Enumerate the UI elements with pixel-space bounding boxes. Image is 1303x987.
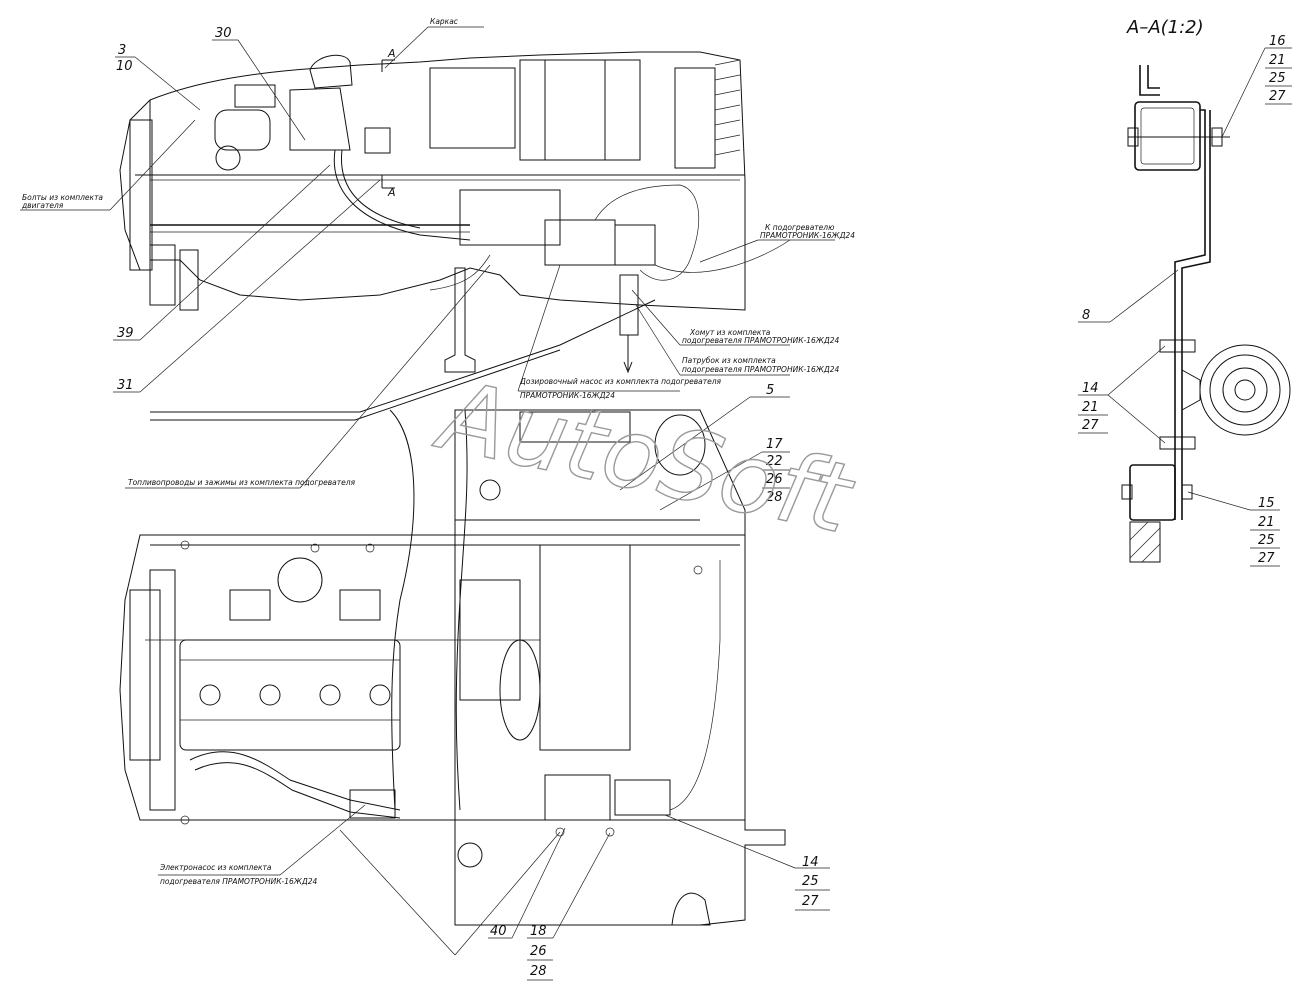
section-mark-bottom: А xyxy=(387,186,396,199)
callout-30: 30 xyxy=(215,26,232,41)
callout-15: 15 xyxy=(1258,496,1275,511)
callout-21a: 21 xyxy=(1269,53,1286,68)
callout-28a: 28 xyxy=(766,490,783,505)
top-assembly-view xyxy=(119,51,791,421)
callout-40: 40 xyxy=(490,924,507,939)
callout-16: 16 xyxy=(1269,34,1286,49)
callout-27b: 27 xyxy=(1082,418,1099,433)
section-mark-top: А xyxy=(387,47,396,60)
note-dosing-pump-1: Дозировочный насос из комплекта подогрев… xyxy=(519,377,721,386)
callout-26b: 26 xyxy=(530,944,547,959)
section-title: А–А(1:2) xyxy=(1126,17,1204,38)
callout-31: 31 xyxy=(117,378,134,393)
callout-25-bottom: 25 xyxy=(802,874,819,889)
note-fuel-lines: Топливопроводы и зажимы из комплекта под… xyxy=(128,478,356,487)
callout-3: 3 xyxy=(118,43,126,58)
callout-27a: 27 xyxy=(1269,89,1286,104)
callout-5: 5 xyxy=(766,383,774,398)
watermark: AutoSoft xyxy=(426,358,863,556)
callout-18: 18 xyxy=(530,924,547,939)
bottom-plan-view xyxy=(119,409,786,926)
note-electric-pump-2: подогревателя ПРАМОТРОНИК-16ЖД24 xyxy=(160,877,317,886)
note-clamp-2: подогревателя ПРАМОТРОНИК-16ЖД24 xyxy=(682,336,839,345)
note-clamp-1: Хомут из комплекта xyxy=(689,328,771,337)
note-karkas: Каркас xyxy=(430,17,459,26)
note-dosing-pump-2: ПРАМОТРОНИК-16ЖД24 xyxy=(520,391,615,400)
leader-lines xyxy=(20,26,1292,956)
callout-8: 8 xyxy=(1082,308,1090,323)
callout-21b: 21 xyxy=(1082,400,1099,415)
callout-14-bottom: 14 xyxy=(802,855,819,870)
callout-25a: 25 xyxy=(1269,71,1286,86)
note-bolts-2: двигателя xyxy=(21,201,64,210)
callout-22: 22 xyxy=(766,454,783,469)
callout-28b: 28 xyxy=(530,964,547,979)
note-to-heater-2: ПРАМОТРОНИК-16ЖД24 xyxy=(760,231,855,240)
note-pipe-2: подогревателя ПРАМОТРОНИК-16ЖД24 xyxy=(682,365,839,374)
callout-26a: 26 xyxy=(766,472,783,487)
section-a-a-view xyxy=(1121,65,1291,563)
note-electric-pump-1: Электронасос из комплекта xyxy=(159,863,272,872)
callout-10: 10 xyxy=(116,59,133,74)
callout-27-bottom: 27 xyxy=(802,894,819,909)
note-to-heater-1: К подогревателю xyxy=(765,223,834,232)
callout-27c: 27 xyxy=(1258,551,1275,566)
note-bolts-1: Болты из комплекта xyxy=(22,193,103,202)
callout-14-side: 14 xyxy=(1082,381,1099,396)
callout-25c: 25 xyxy=(1258,533,1275,548)
callout-39: 39 xyxy=(117,326,134,341)
callout-21c: 21 xyxy=(1258,515,1275,530)
note-pipe-1: Патрубок из комплекта xyxy=(682,356,776,365)
callout-17: 17 xyxy=(766,437,783,452)
